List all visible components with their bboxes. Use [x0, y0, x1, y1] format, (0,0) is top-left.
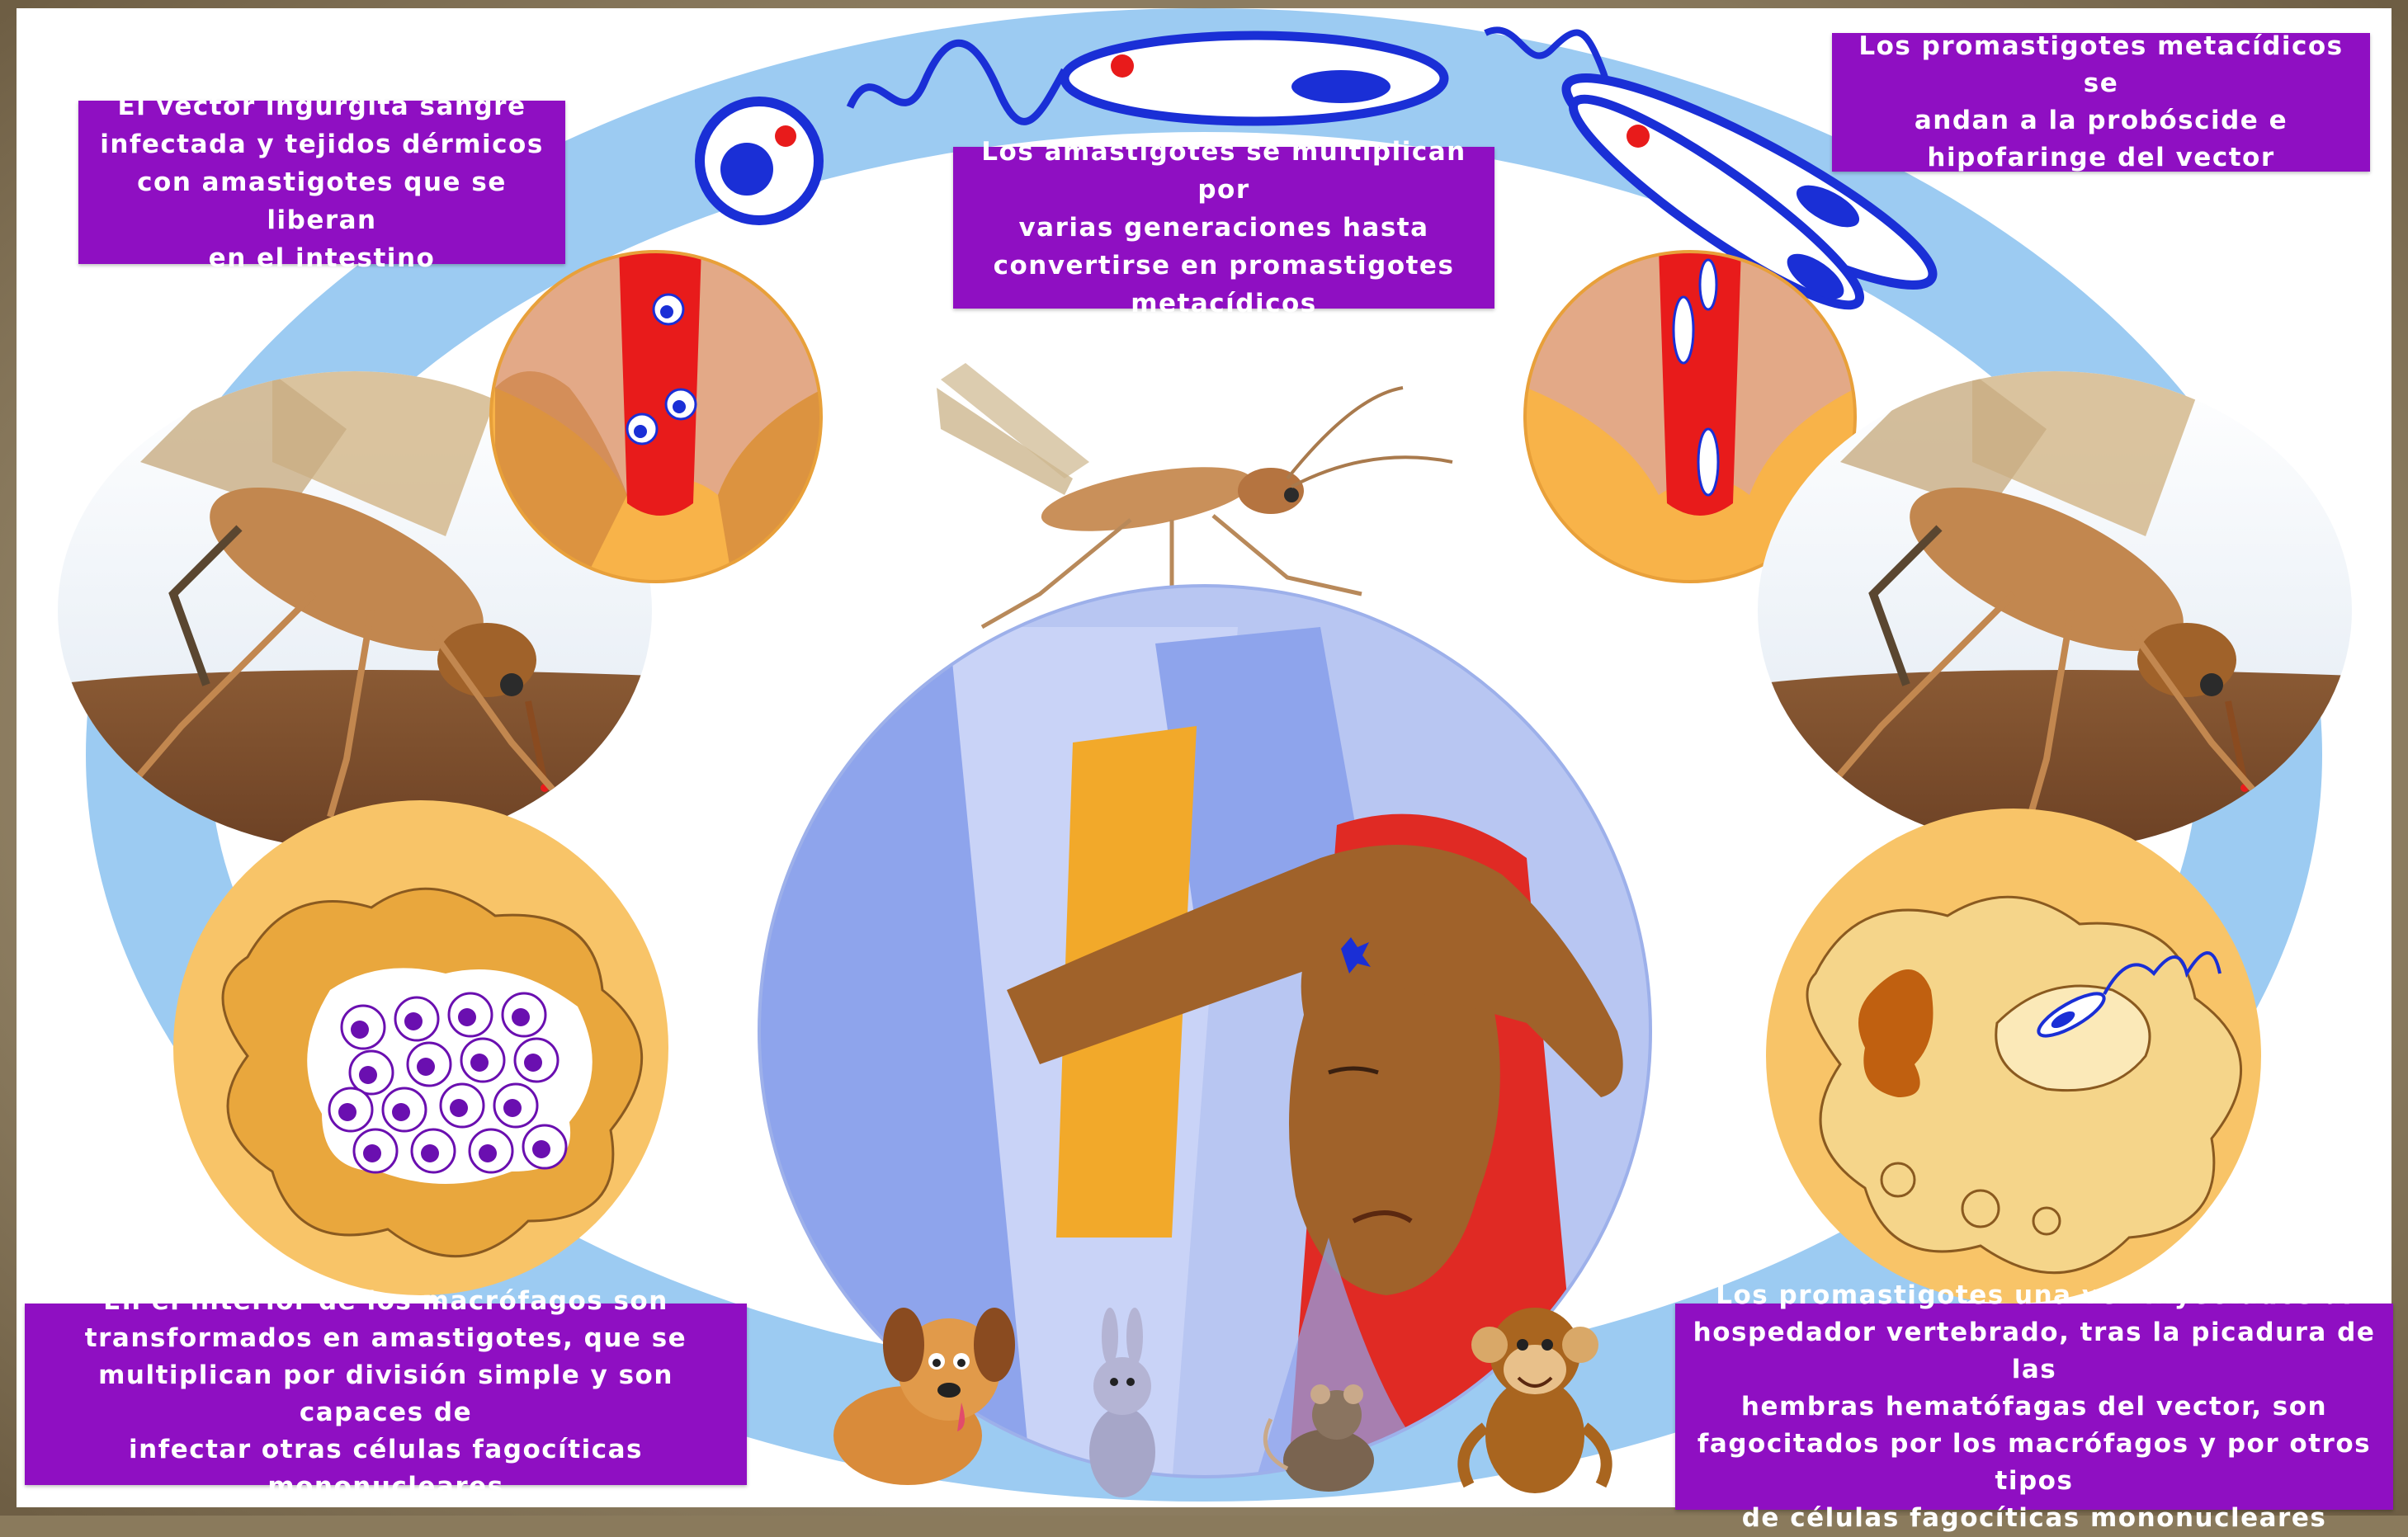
label-promastigotes-injected: Los promastigotes una vez inyectados al … — [1675, 1304, 2393, 1510]
label-vector-ingests-blood: El vector ingurgita sangre infectada y t… — [78, 101, 565, 264]
label-amastigotes-multiply: Los amastigotes se multiplican por varia… — [953, 147, 1494, 309]
amastigote-icon — [700, 101, 819, 220]
label-macrophage-interior: En el interior de los macrófagos son tra… — [25, 1304, 747, 1485]
macrophage-icon — [173, 800, 668, 1295]
label-promastigotes-proboscis: Los promastigotes metacídicos se andan a… — [1832, 33, 2370, 172]
macrophage-icon — [1766, 809, 2261, 1304]
